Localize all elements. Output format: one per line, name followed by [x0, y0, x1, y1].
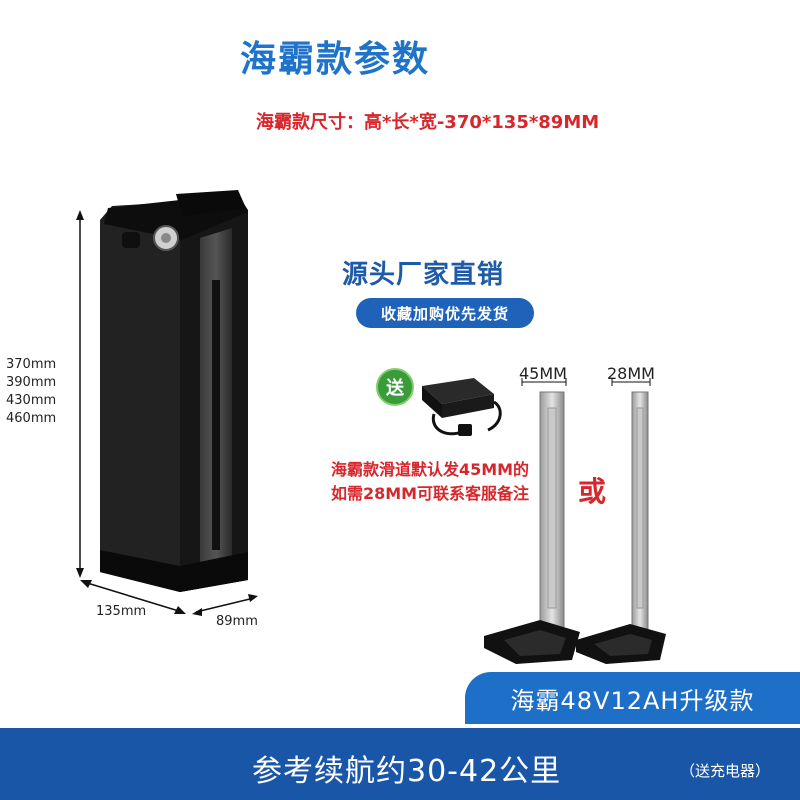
height-label: 430mm: [6, 393, 57, 408]
length-label: 135mm: [96, 604, 147, 619]
rail-label-45mm: 45MM: [519, 364, 567, 383]
favorite-button[interactable]: 收藏加购优先发货: [356, 298, 534, 328]
height-label: 460mm: [6, 411, 57, 426]
rail-note: 海霸款滑道默认发45MM的 如需28MM可联系客服备注: [312, 458, 548, 506]
or-label: 或: [578, 475, 607, 508]
rail-28mm: [576, 378, 666, 664]
height-labels: 370mm 390mm 430mm 460mm: [6, 356, 56, 428]
rail-note-line: 如需28MM可联系客服备注: [330, 484, 530, 503]
battery-body: [100, 190, 248, 592]
width-label: 89mm: [216, 614, 258, 629]
battery-illustration: [76, 190, 258, 616]
width-dimension-line: [192, 594, 258, 616]
rail-45mm: [484, 378, 580, 664]
rails-illustration: [484, 378, 666, 664]
height-label: 370mm: [6, 357, 57, 372]
size-spec: 海霸款尺寸：高*长*宽-370*135*89MM: [256, 112, 600, 133]
height-dimension-line: [76, 210, 84, 578]
height-label: 390mm: [6, 375, 57, 390]
charger-icon: [422, 378, 502, 436]
range-text: 参考续航约30-42公里: [252, 754, 562, 789]
range-banner: [0, 728, 800, 800]
page-title: 海霸款参数: [240, 39, 431, 80]
range-note: （送充电器）: [680, 762, 771, 780]
rail-note-line: 海霸款滑道默认发45MM的: [330, 460, 530, 479]
rail-label-28mm: 28MM: [607, 364, 655, 383]
factory-direct-label: 源头厂家直销: [342, 260, 505, 290]
model-banner: 海霸48V12AH升级款: [465, 672, 800, 724]
gift-badge: 送: [376, 368, 414, 406]
length-dimension-line: [80, 580, 186, 614]
